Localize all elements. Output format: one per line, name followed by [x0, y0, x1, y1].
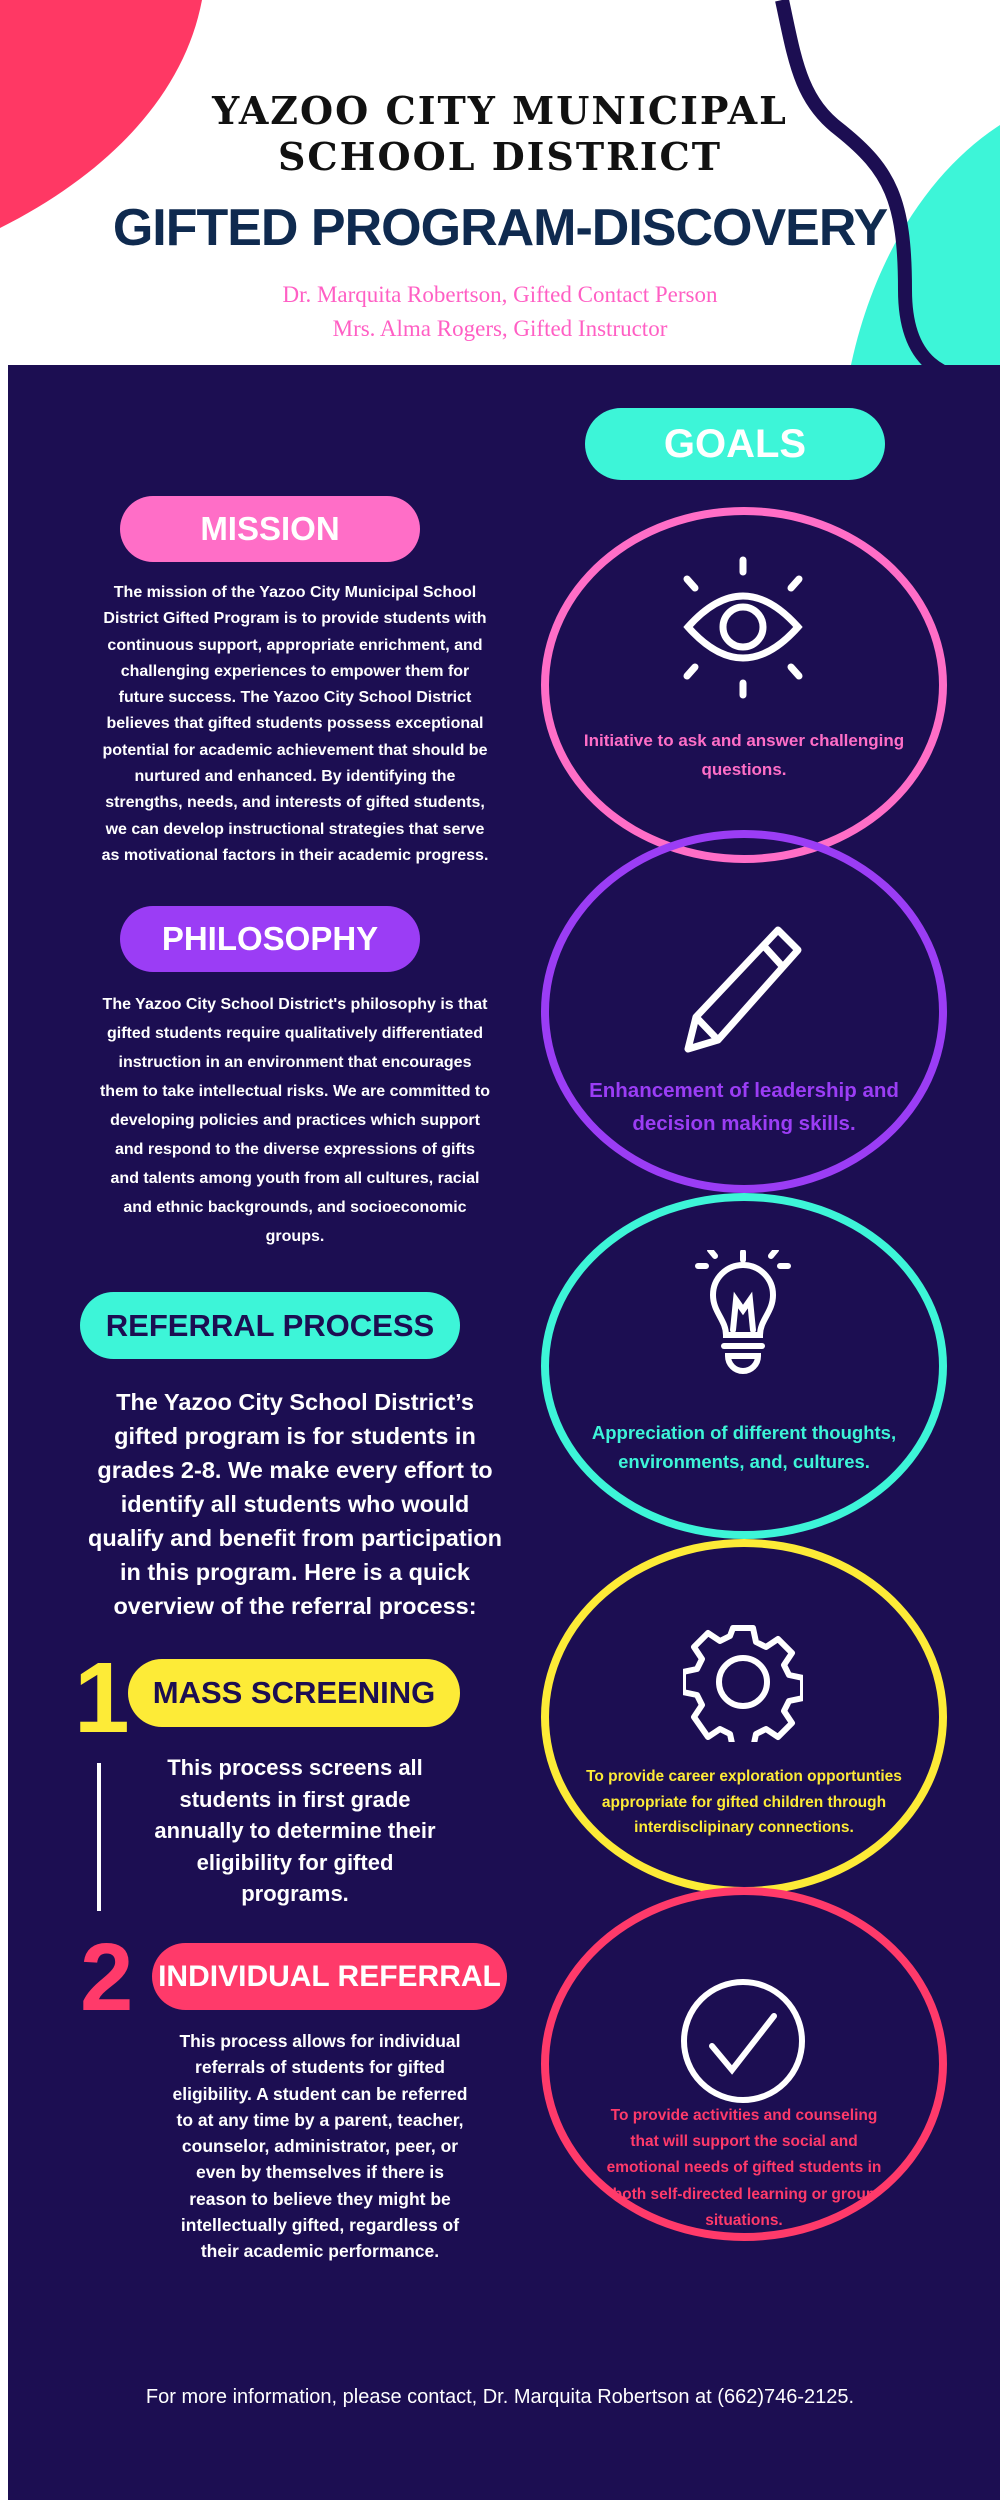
text-line: in this program. Here is a quick: [120, 1559, 470, 1585]
text-line: overview of the referral process:: [113, 1593, 477, 1619]
referral-heading: REFERRAL PROCESS: [80, 1292, 460, 1359]
philosophy-text: The Yazoo City School District's philoso…: [60, 990, 530, 1251]
decorative-teal-blob: [848, 125, 1000, 380]
mission-text: The mission of the Yazoo City Municipal …: [60, 580, 530, 869]
goal-2-text: Enhancement of leadership and decision ma…: [560, 1074, 928, 1140]
text-line: appropriate for gifted children through: [601, 1793, 887, 1811]
text-line: District Gifted Program is to provide st…: [103, 610, 487, 628]
instructor: Mrs. Alma Rogers, Gifted Instructor: [332, 316, 668, 341]
mission-heading: MISSION: [120, 496, 420, 562]
eye-icon: [683, 556, 803, 699]
text-line: decision making skills.: [632, 1112, 856, 1135]
text-line: students in first grade: [179, 1786, 411, 1812]
text-line: and respond to the diverse expressions o…: [114, 1141, 476, 1158]
goal-ring-5: [541, 1887, 947, 2241]
text-line: challenging experiences to empower them …: [120, 662, 470, 680]
mass-screening-heading: MASS SCREENING: [128, 1659, 460, 1727]
goal-3-text: Appreciation of different thoughts, envir…: [560, 1418, 928, 1476]
decorative-pink-blob: [0, 0, 202, 228]
text-line: This process screens all: [167, 1755, 423, 1780]
text-line: future success. The Yazoo City School Di…: [118, 689, 472, 707]
district-title-line2: SCHOOL DISTRICT: [277, 134, 723, 179]
text-line: This process allows for individual: [179, 2031, 461, 2051]
text-line: nurtured and enhanced. By identifying th…: [134, 768, 456, 786]
header-decorations: [0, 0, 1000, 380]
footer-contact: For more information, please contact, Dr…: [145, 2386, 855, 2408]
text-line: emotional needs of gifted students in: [606, 2159, 882, 2177]
text-line: identify all students who would: [120, 1491, 470, 1517]
text-line: we can develop instructional strategies …: [105, 820, 485, 838]
text-line: and ethnic backgrounds, and socioeconomi…: [123, 1199, 467, 1216]
text-line: situations.: [705, 2211, 783, 2229]
text-line: gifted students require qualitatively di…: [106, 1025, 484, 1042]
goal-ring-3: [541, 1193, 947, 1539]
text-line: instruction in an environment that encou…: [118, 1054, 472, 1071]
text-line: The Yazoo City School District's philoso…: [102, 996, 488, 1013]
mass-screening-text: This process screens all students in firs…: [130, 1752, 460, 1910]
text-line: interdisclipinary connections.: [634, 1819, 854, 1836]
text-line: qualify and benefit from participation: [88, 1525, 502, 1551]
text-line: gifted program is for students in: [114, 1423, 476, 1449]
individual-referral-text: This process allows for individual referr…: [150, 2028, 490, 2265]
text-line: The mission of the Yazoo City Municipal …: [113, 584, 477, 601]
text-line: and talents among youth from all culture…: [110, 1170, 480, 1187]
philosophy-heading: PHILOSOPHY: [120, 906, 420, 972]
check-circle-icon: [681, 1979, 805, 2103]
text-line: that will support the social and: [630, 2133, 858, 2151]
text-line: as motivational factors in their academi…: [101, 846, 489, 864]
text-line: programs.: [241, 1881, 349, 1906]
text-line: strengths, needs, and interests of gifte…: [105, 794, 485, 812]
text-line: counselor, administrator, peer, or: [181, 2136, 459, 2157]
text-line: groups.: [265, 1228, 325, 1245]
text-line: intellectually gifted, regardless of: [180, 2215, 460, 2236]
text-line: eligibility. A student can be referred: [172, 2083, 468, 2104]
divider-line: [97, 1763, 101, 1911]
goal-1-text: Initiative to ask and answer challenging…: [560, 726, 928, 784]
text-line: reason to believe they might be: [189, 2188, 451, 2209]
text-line: developing policies and practices which …: [110, 1112, 480, 1129]
text-line: questions.: [701, 760, 787, 779]
text-line: continuous support, appropriate enrichme…: [107, 636, 483, 654]
individual-referral-heading: INDIVIDUAL REFERRAL: [152, 1943, 507, 2010]
goals-heading: GOALS: [585, 408, 885, 480]
text-line: The Yazoo City School District’s: [116, 1389, 474, 1415]
district-title-line1: YAZOO CITY MUNICIPAL: [212, 88, 788, 133]
text-line: believes that gifted students possess ex…: [106, 715, 484, 733]
decorative-wave-line: [775, 0, 1000, 380]
text-line: them to take intellectual risks. We are …: [99, 1083, 491, 1100]
pencil-icon: [684, 926, 802, 1053]
text-line: Appreciation of different thoughts,: [591, 1422, 897, 1443]
text-line: Enhancement of leadership and: [589, 1079, 899, 1102]
text-line: environments, and, cultures.: [618, 1451, 870, 1472]
text-line: both self-directed learning or group: [612, 2185, 876, 2203]
text-line: potential for academic achievement that …: [102, 741, 488, 759]
lightbulb-icon: [695, 1250, 791, 1374]
referral-text: The Yazoo City School District’s gifted p…: [60, 1385, 530, 1623]
goal-ring-2: [541, 830, 947, 1193]
text-line: to at any time by a parent, teacher,: [176, 2109, 464, 2130]
text-line: To provide career exploration opportunti…: [586, 1768, 902, 1785]
text-line: Initiative to ask and answer challenging: [583, 731, 905, 750]
step-number-2: 2: [80, 1924, 134, 2031]
gear-icon: [683, 1625, 803, 1742]
text-line: To provide activities and counseling: [610, 2107, 878, 2124]
step-number-1: 1: [74, 1642, 130, 1754]
goal-4-text: To provide career exploration opportunti…: [560, 1764, 928, 1841]
text-line: annually to determine their: [154, 1818, 436, 1843]
program-title: GIFTED PROGRAM-DISCOVERY: [112, 199, 888, 257]
text-line: eligibility for gifted: [196, 1849, 394, 1875]
goal-5-text: To provide activities and counseling that…: [560, 2103, 928, 2234]
text-line: even by themselves if there is: [195, 2162, 445, 2183]
text-line: grades 2-8. We make every effort to: [97, 1457, 493, 1483]
text-line: referrals of students for gifted: [195, 2057, 445, 2078]
text-line: their academic performance.: [200, 2241, 440, 2262]
contact-person: Dr. Marquita Robertson, Gifted Contact P…: [282, 282, 718, 307]
